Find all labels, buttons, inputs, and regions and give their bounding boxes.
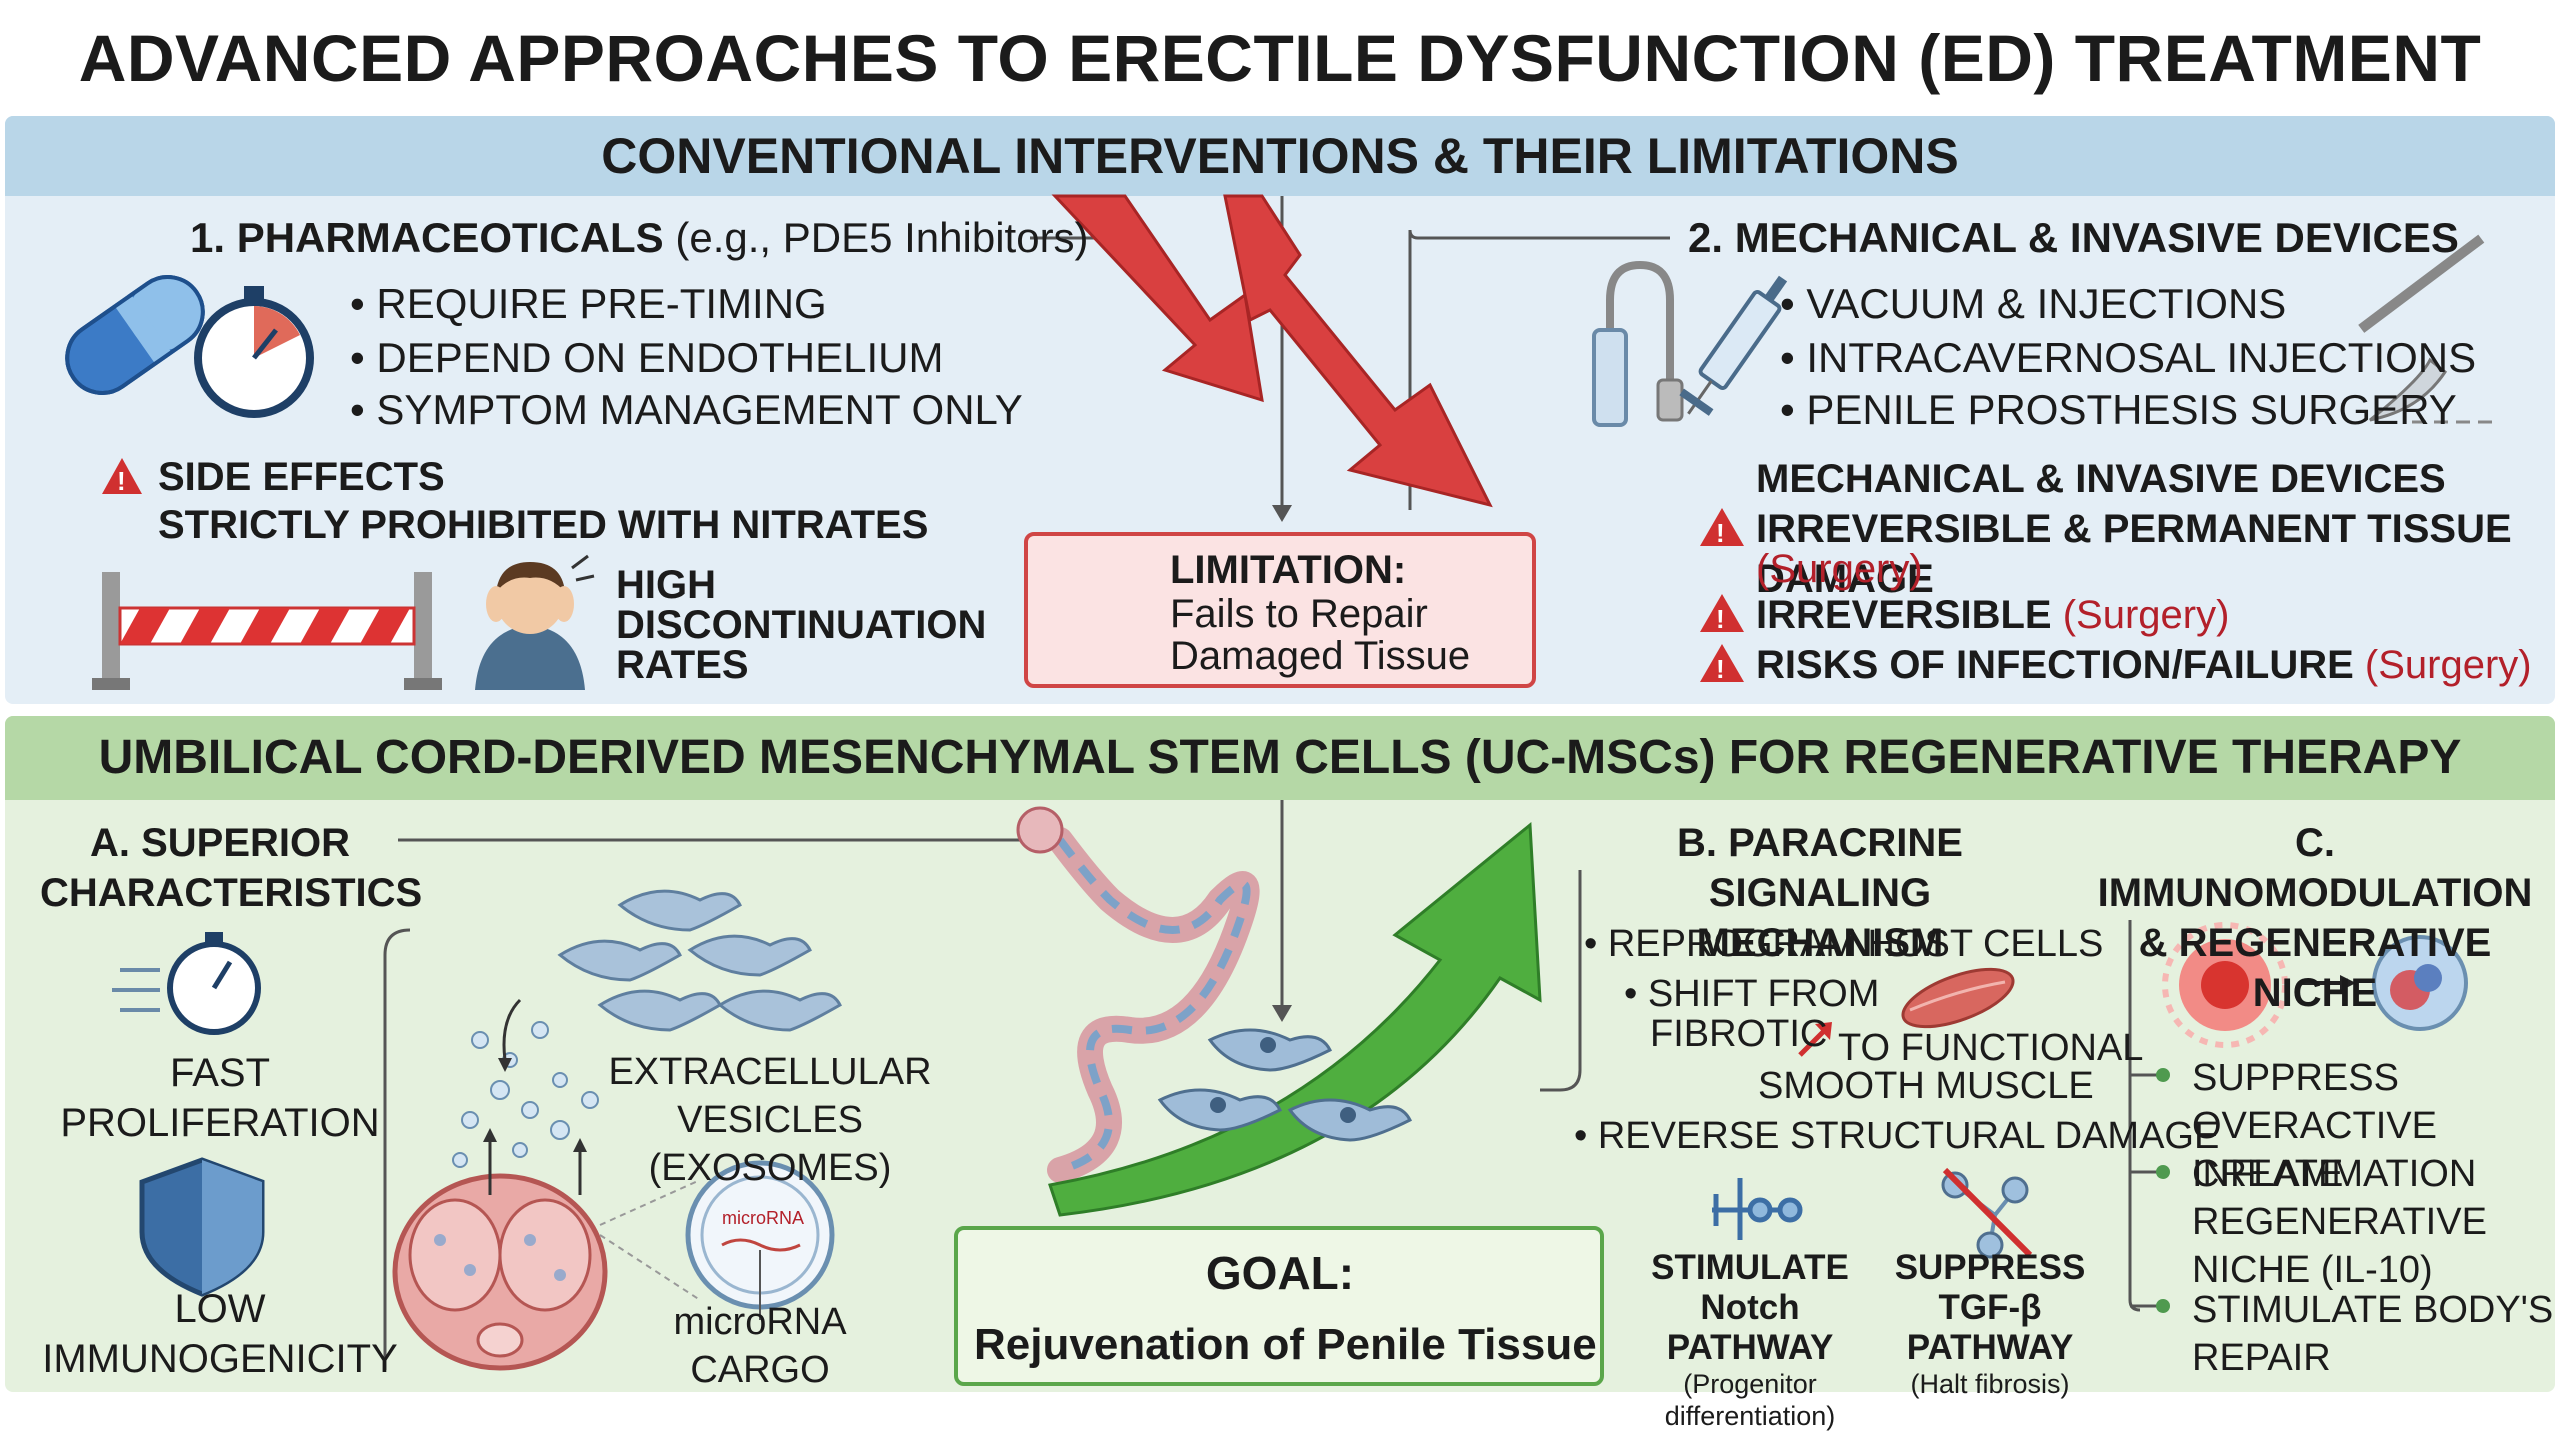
reverse-bullet: • REVERSE STRUCTURAL DAMAGE [1574, 1115, 2220, 1157]
vacuum-pump-icon [1592, 260, 1684, 427]
barrier-icon [92, 572, 442, 690]
shift-line: TO FUNCTIONAL [1838, 1027, 2144, 1069]
mechanical-bullet: • PENILE PROSTHESIS SURGERY [1780, 386, 2457, 433]
mechanical-bullet: • INTRACAVERNOSAL INJECTIONS [1780, 334, 2477, 381]
stopwatch-icon [194, 286, 314, 418]
immuno-item: STIMULATE BODY'S REPAIR [2192, 1289, 2554, 1379]
microrna-tag: microRNA [722, 1208, 805, 1228]
pill-icon [65, 275, 205, 395]
red-arrow-right [1223, 194, 1493, 508]
warning-triangle-icon: ! [1700, 594, 1744, 634]
limitation-label: LIMITATION: [1170, 548, 1407, 592]
superior-bracket [383, 928, 411, 1370]
green-growth-arrow [1048, 821, 1542, 1217]
umbilical-cord-icon [1016, 806, 1260, 1183]
discontinuation-line: DISCONTINUATION [616, 603, 987, 647]
goal-text: Rejuvenation of Penile Tissue [974, 1320, 1597, 1369]
nitrates-warning: STRICTLY PROHIBITED WITH NITRATES [158, 503, 929, 547]
regulatory-cell-icon [2372, 935, 2468, 1031]
warning-triangle-icon: ! [102, 458, 142, 496]
superior-heading: A. SUPERIOR CHARACTERISTICS [40, 821, 423, 915]
limitation-line2: Damaged Tissue [1170, 634, 1471, 678]
svg-text:!: ! [1716, 604, 1725, 634]
page-title: ADVANCED APPROACHES TO ERECTILE DYSFUNCT… [78, 21, 2482, 95]
mechanical-warning: RISKS OF INFECTION/FAILURE (Surgery) [1756, 643, 2532, 687]
fast-proliferation-label: FAST PROLIFERATION [60, 1051, 380, 1145]
mechanical-warning: IRREVERSIBLE & PERMANENT TISSUE DAMAGE [1756, 507, 2512, 601]
low-immunogenicity-label: LOW IMMUNOGENICITY [42, 1287, 398, 1381]
stem-cells-cluster [557, 889, 842, 1032]
discontinuation-line: RATES [616, 643, 749, 687]
paracrine-heading: B. PARACRINE SIGNALING MECHANISM [1677, 821, 1963, 965]
discontinuation-line: HIGH [616, 563, 716, 607]
side-effects-label: SIDE EFFECTS [158, 455, 445, 499]
goal-label: GOAL: [1205, 1247, 1355, 1299]
paracrine-bracket [1540, 870, 1582, 1092]
transition-arrow-icon [2340, 975, 2356, 991]
mesenchymal-cells [1157, 1028, 1413, 1142]
shield-icon [139, 1157, 265, 1297]
reprogram-bullet: • REPROGRAM HOST CELLS [1584, 923, 2104, 965]
tgf-label: SUPPRESS TGF-β PATHWAY (Halt fibrosis) [1894, 1248, 2086, 1399]
penile-tissue-icon [392, 1173, 608, 1371]
regenerative-header-band: UMBILICAL CORD-DERIVED MESENCHYMAL STEM … [5, 716, 2555, 800]
extracellular-vesicles-label: EXTRACELLULAR VESICLES (EXOSOMES) [608, 1051, 932, 1189]
mechanical-warning: IRREVERSIBLE (Surgery) [1756, 593, 2230, 637]
inflamed-cell-icon [2162, 922, 2288, 1048]
limitation-box [1024, 532, 1536, 688]
shift-line: FIBROTIC [1650, 1013, 1828, 1055]
exosome-icon [685, 1160, 835, 1320]
immuno-item: SUPPRESS OVERACTIVE INFLAMMATION [2192, 1057, 2477, 1195]
conventional-header-band: CONVENTIONAL INTERVENTIONS & THEIR LIMIT… [5, 116, 2555, 196]
exosome-dots [452, 1021, 599, 1168]
warning-triangle-icon: ! [1700, 508, 1744, 548]
pharma-bullet: • DEPEND ON ENDOTHELIUM [350, 334, 944, 381]
red-arrow-left [1051, 194, 1264, 403]
pharma-heading: 1. PHARMACEOTICALS (e.g., PDE5 Inhibitor… [190, 214, 1089, 261]
surgery-note: (Surgery) [1756, 547, 1923, 591]
center-arrowhead [1272, 505, 1292, 522]
svg-text:!: ! [117, 466, 126, 496]
shift-line: • SHIFT FROM [1624, 973, 1880, 1015]
svg-text:!: ! [1716, 654, 1725, 684]
tgf-beta-blocked-icon [1941, 1167, 2033, 1259]
notch-label: STIMULATE Notch PATHWAY (Progenitor diff… [1651, 1248, 1849, 1431]
syringe-icon [1679, 275, 1788, 416]
distressed-person-icon [475, 554, 595, 690]
mechanical-heading: 2. MECHANICAL & INVASIVE DEVICES [1688, 214, 2459, 261]
pharma-bullet: • SYMPTOM MANAGEMENT ONLY [350, 386, 1023, 433]
goal-box [954, 1226, 1604, 1386]
scalpel-icon [2358, 234, 2500, 424]
smooth-muscle-icon [1901, 967, 2015, 1029]
diagram-graphics: ! [65, 194, 2500, 1371]
immuno-item: CREATE REGENERATIVE NICHE (IL-10) [2192, 1153, 2487, 1291]
immuno-heading: C. IMMUNOMODULATION & REGENERATIVE NICHE [2097, 821, 2533, 1015]
pharma-heading-sub: (e.g., PDE5 Inhibitors) [675, 214, 1089, 261]
pharma-bullet: • REQUIRE PRE-TIMING [350, 280, 827, 327]
conventional-header: CONVENTIONAL INTERVENTIONS & THEIR LIMIT… [601, 128, 1959, 184]
regenerative-header: UMBILICAL CORD-DERIVED MESENCHYMAL STEM … [98, 731, 2462, 784]
mechanical-subheading: MECHANICAL & INVASIVE DEVICES [1756, 457, 2446, 501]
mechanical-bullet: • VACUUM & INJECTIONS [1780, 280, 2287, 327]
warning-triangle-icon: ! [1700, 644, 1744, 684]
notch-receptor-icon [1712, 1178, 1803, 1240]
shift-line: SMOOTH MUSCLE [1758, 1065, 2094, 1107]
limitation-line1: Fails to Repair [1170, 592, 1428, 636]
stopwatch-icon [112, 932, 261, 1035]
microrna-cargo-label: microRNA CARGO [673, 1301, 847, 1391]
svg-text:!: ! [1716, 518, 1725, 548]
